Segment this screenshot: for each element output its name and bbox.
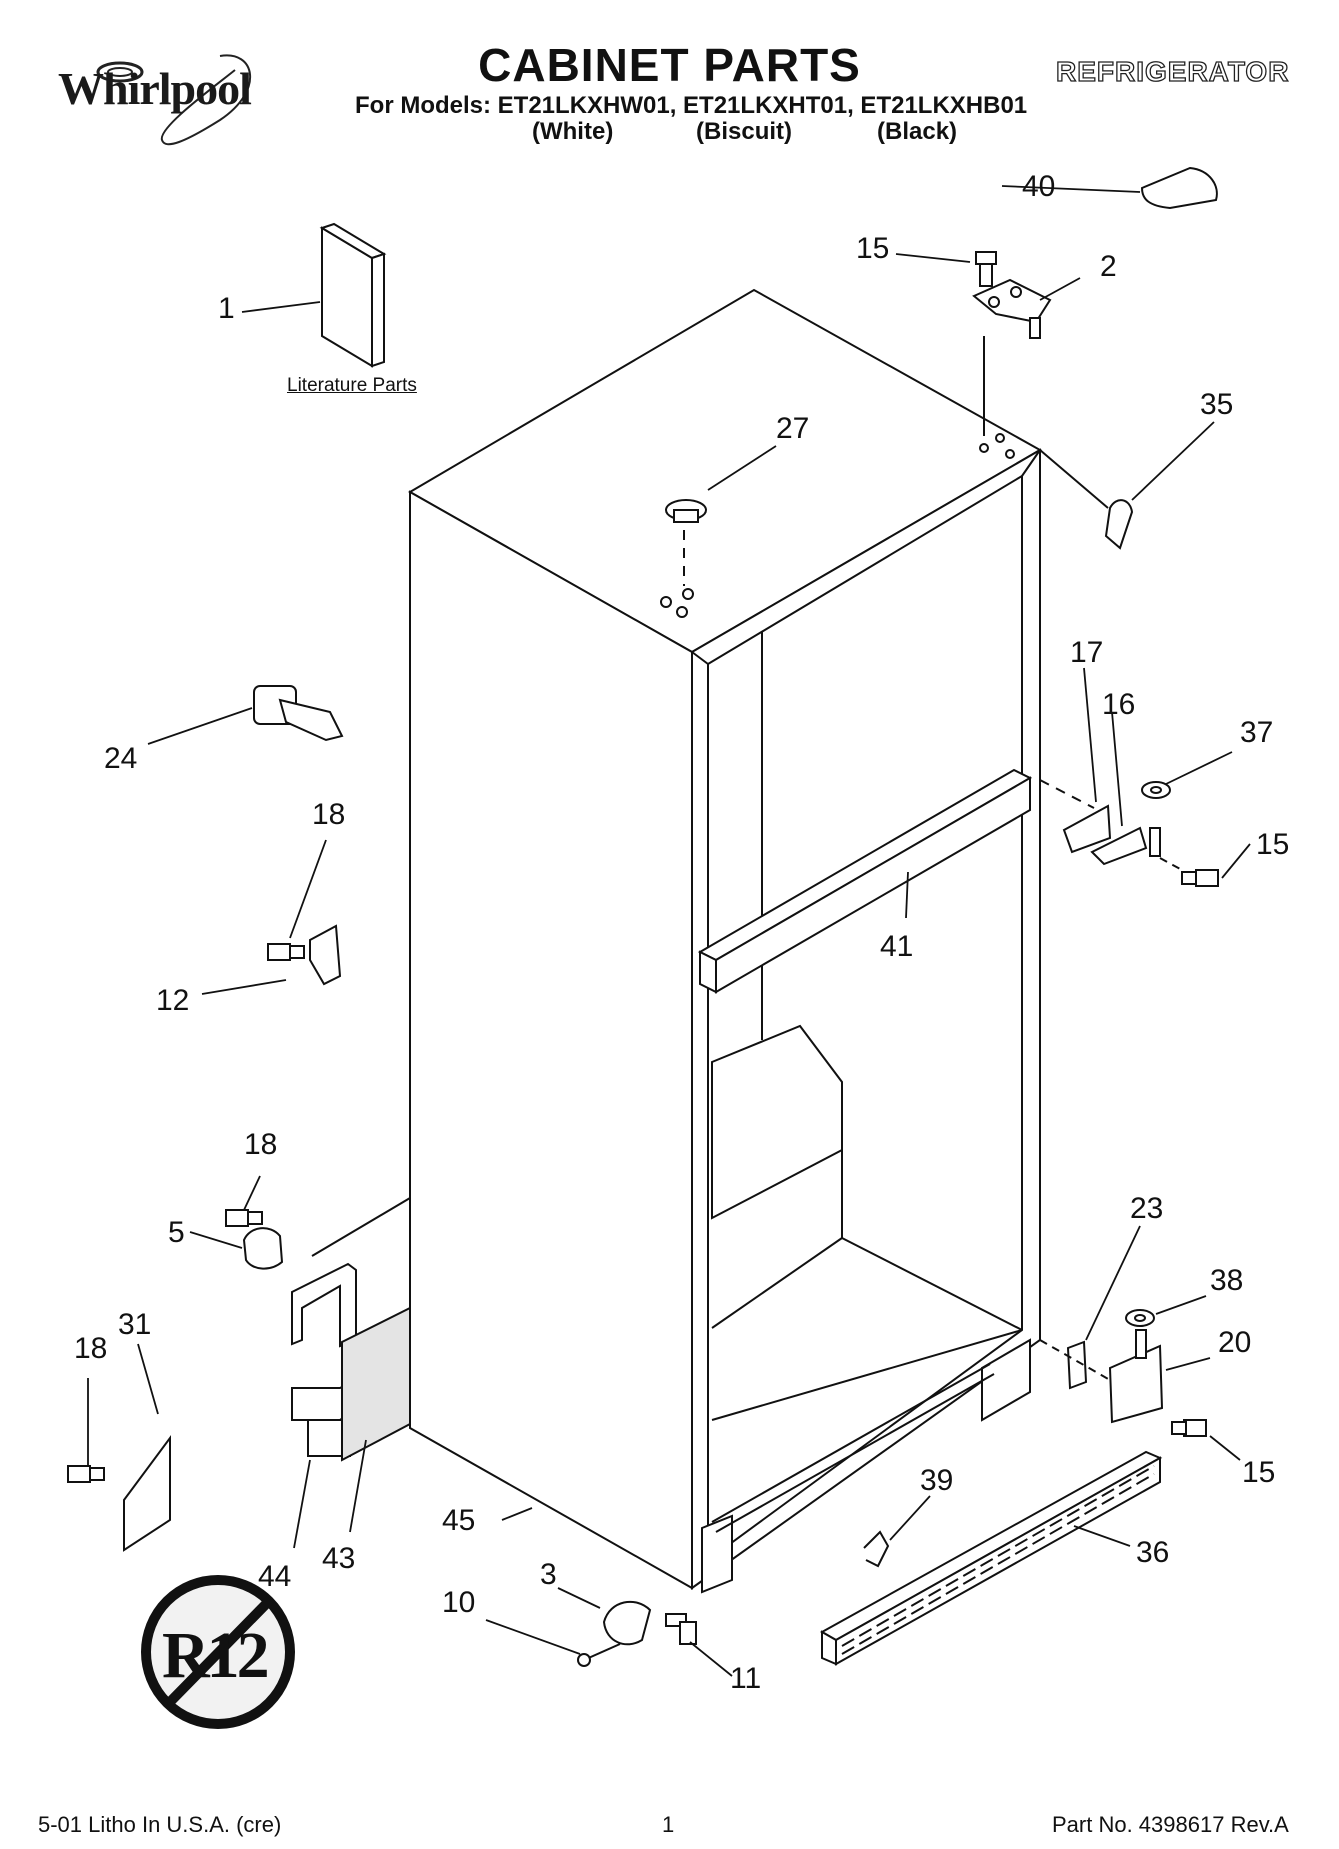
appliance-category: REFRIGERATOR <box>1055 55 1290 87</box>
washer-icon <box>1141 781 1171 799</box>
callout-10: 10 <box>442 1586 476 1619</box>
screw-icon <box>1171 1419 1207 1437</box>
screw-icon <box>225 1209 263 1227</box>
callout-35: 35 <box>1200 388 1234 421</box>
grille-clip-icon <box>863 1530 890 1568</box>
literature-parts-label: Literature Parts <box>287 375 417 396</box>
callout-17: 17 <box>1070 636 1104 669</box>
callout-40: 40 <box>1022 170 1056 203</box>
center-hinge-icon <box>1090 826 1161 866</box>
callout-15-bottom: 15 <box>1242 1456 1276 1489</box>
callout-23: 23 <box>1130 1192 1164 1225</box>
callout-2: 2 <box>1100 250 1117 283</box>
page-title: CABINET PARTS <box>478 39 861 91</box>
no-r12-label: R12 <box>162 1619 270 1692</box>
callout-24: 24 <box>104 742 138 775</box>
callout-41: 41 <box>880 930 914 963</box>
leader-lines <box>87 185 1251 1677</box>
callout-39: 39 <box>920 1464 954 1497</box>
door-closer-cam-icon <box>309 924 342 986</box>
bottom-hinge-icon <box>1108 1329 1164 1424</box>
callout-20: 20 <box>1218 1326 1252 1359</box>
callout-37: 37 <box>1240 716 1274 749</box>
callout-15-mid: 15 <box>1256 828 1290 861</box>
screw-icon <box>975 251 997 287</box>
models-line: For Models: ET21LKXHW01, ET21LKXHT01, ET… <box>355 92 1028 119</box>
cabinet-icon <box>407 288 1043 1594</box>
callout-44: 44 <box>258 1560 292 1593</box>
callout-27: 27 <box>776 412 810 445</box>
screw-icon <box>1181 869 1219 887</box>
axle-pin-icon <box>577 1643 621 1667</box>
toe-grille-clip-icon <box>123 1434 171 1552</box>
callout-5: 5 <box>168 1216 185 1249</box>
hinge-cover-icon <box>1140 166 1218 210</box>
literature-booklet-icon <box>319 222 387 368</box>
no-r12-symbol-icon <box>141 1575 295 1729</box>
callout-31: 31 <box>118 1308 152 1341</box>
bottom-hinge-shim-icon <box>1066 1340 1088 1390</box>
center-hinge-shim-icon <box>1062 804 1112 854</box>
top-hinge-icon <box>972 278 1052 339</box>
screw-icon <box>665 1613 697 1645</box>
callout-11: 11 <box>730 1662 762 1695</box>
callout-16: 16 <box>1102 688 1136 721</box>
washer-icon <box>1125 1309 1155 1327</box>
callout-18-c: 18 <box>74 1332 108 1365</box>
logo-swirl-icon <box>96 54 251 146</box>
callout-45: 45 <box>442 1504 476 1537</box>
toe-grille-icon <box>819 1450 1163 1666</box>
callout-38: 38 <box>1210 1264 1244 1297</box>
footer-litho: 5-01 Litho In U.S.A. (cre) <box>38 1812 282 1837</box>
clamp-icon <box>242 1227 284 1270</box>
insulation-pad-icon <box>341 1306 411 1462</box>
color-biscuit: (Biscuit) <box>696 118 792 145</box>
callout-3: 3 <box>540 1558 557 1591</box>
hole-plug-icon <box>665 499 707 523</box>
callout-36: 36 <box>1136 1536 1170 1569</box>
callout-18-a: 18 <box>312 798 346 831</box>
callout-12: 12 <box>156 984 190 1017</box>
color-black: (Black) <box>877 118 958 145</box>
footer-page-number: 1 <box>662 1812 675 1837</box>
color-white: (White) <box>532 118 614 145</box>
screw-icon <box>67 1465 105 1483</box>
footer-part-number: Part No. 4398617 Rev.A <box>1052 1812 1289 1837</box>
screw-icon <box>267 943 305 961</box>
callout-15-top: 15 <box>856 232 890 265</box>
door-stop-icon <box>253 685 344 742</box>
brand-name: Whirlpool <box>58 63 252 114</box>
callout-1: 1 <box>218 292 235 325</box>
top-hinge-cover-icon <box>1104 499 1134 550</box>
callout-18-b: 18 <box>244 1128 278 1161</box>
callout-43: 43 <box>322 1542 356 1575</box>
roller-icon <box>602 1601 652 1646</box>
